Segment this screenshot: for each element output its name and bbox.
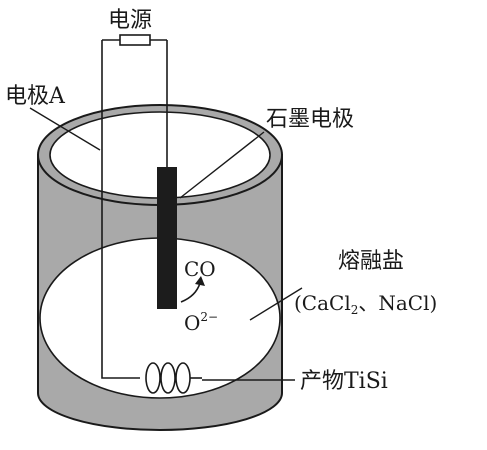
leader-graphite: [179, 131, 265, 199]
reaction-arrow: [180, 276, 205, 303]
reaction-arrow-curve: [180, 282, 201, 303]
power-source-symbol: [119, 34, 151, 46]
leader-electrode-a: [29, 107, 101, 151]
wire-left: [101, 40, 140, 379]
product-label: 产物TiSi: [300, 369, 388, 394]
co-label: CO: [184, 257, 216, 281]
power-source-label: 电源: [108, 8, 152, 33]
graphite-electrode-label: 石墨电极: [266, 107, 354, 132]
graphite-electrode-rod: [157, 167, 177, 309]
leader-lines: [29, 107, 303, 381]
oxide-ion-label: O2−: [184, 310, 218, 335]
electrode-a-label: 电极A: [5, 84, 66, 109]
coil-loop-2: [160, 362, 176, 394]
product-coil: [145, 362, 202, 394]
arrow-head-icon: [195, 276, 205, 286]
leader-molten-salt: [249, 287, 303, 321]
molten-salt-label: 熔融盐: [338, 249, 404, 274]
circuit: [101, 34, 168, 379]
molten-salt-composition: (CaCl2、NaCl): [294, 291, 437, 317]
coil-loop-1: [145, 362, 161, 394]
